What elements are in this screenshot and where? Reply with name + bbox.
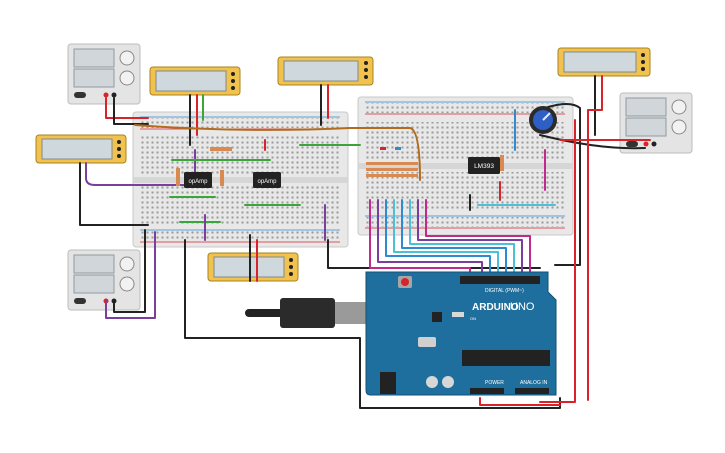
breadboard-left[interactable] — [132, 111, 349, 248]
opamp-ic-2[interactable]: opAmp — [253, 172, 281, 188]
digital-header-label: DIGITAL (PWM~) — [485, 288, 524, 294]
potentiometer[interactable] — [529, 106, 557, 134]
power-supply-right[interactable] — [619, 92, 693, 154]
multimeter-3[interactable] — [35, 134, 127, 164]
comparator-label: LM393 — [474, 163, 494, 170]
power-supply-bottom-left[interactable] — [67, 249, 141, 311]
arduino-brand: ARDUINO — [472, 302, 519, 313]
comparator-ic[interactable]: LM393 — [468, 157, 500, 174]
power-supply-top-left[interactable] — [67, 43, 141, 105]
wires — [79, 75, 651, 409]
opamp-1-label: opAmp — [188, 179, 208, 185]
on-led-label: ON — [470, 316, 476, 321]
opamp-2-label: opAmp — [257, 179, 277, 185]
arduino-model: UNO — [510, 301, 535, 313]
multimeter-5[interactable] — [557, 47, 651, 77]
multimeter-1[interactable] — [149, 66, 241, 96]
arduino-uno[interactable]: DIGITAL (PWM~) ARDUINO UNO ON POWER ANAL… — [365, 271, 557, 396]
opamp-ic-1[interactable]: opAmp — [184, 172, 212, 188]
multimeter-4[interactable] — [207, 252, 299, 282]
multimeter-2[interactable] — [277, 56, 374, 86]
resistor-array — [176, 147, 504, 186]
analog-header-label: ANALOG IN — [520, 380, 548, 386]
power-header-label: POWER — [485, 380, 504, 386]
